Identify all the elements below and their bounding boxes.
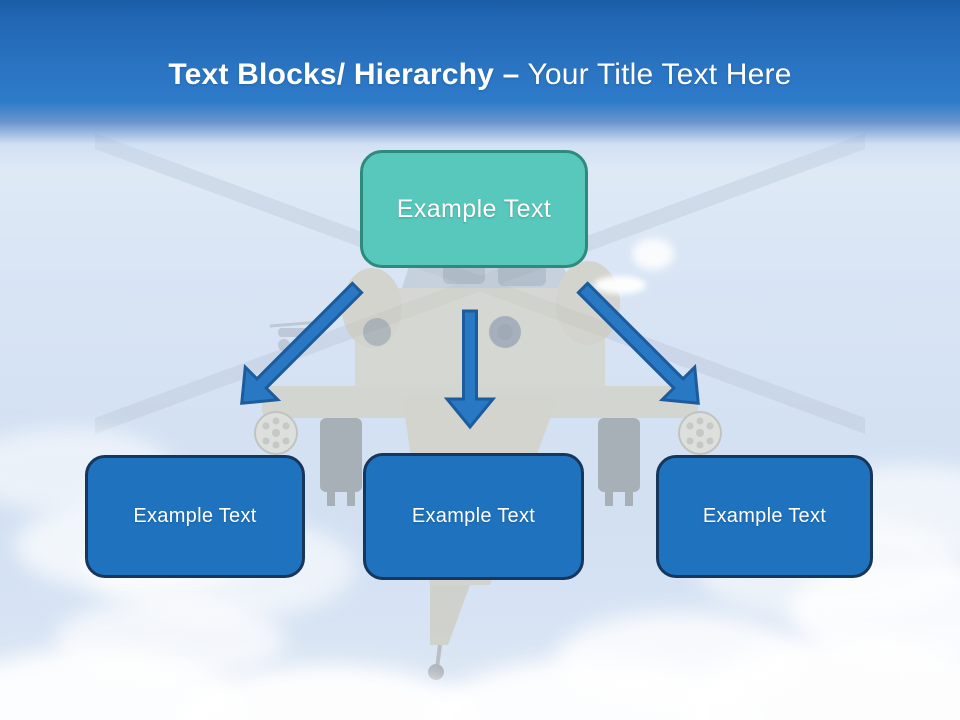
child-node-label: Example Text <box>133 505 257 527</box>
slide-title-regular: Your Title Text Here <box>527 58 792 91</box>
child-node-1: Example Text <box>85 455 305 578</box>
child-node-3: Example Text <box>656 455 873 578</box>
missile-rack-icon <box>320 418 640 506</box>
arrow-down-icon <box>443 309 497 430</box>
child-node-label: Example Text <box>702 505 827 527</box>
root-node: Example Text <box>360 150 588 268</box>
cloud <box>632 238 674 270</box>
slide-title: Text Blocks/ Hierarchy – Your Title Text… <box>0 53 960 97</box>
rocket-pod-icon <box>254 411 298 455</box>
arrow-down-right-icon <box>576 281 700 405</box>
root-node-label: Example Text <box>396 194 552 223</box>
title-bar <box>0 0 960 170</box>
child-node-label: Example Text <box>411 505 536 527</box>
rocket-pod-icon <box>678 411 722 455</box>
cloud <box>555 612 805 707</box>
arrow-down-left-icon <box>240 281 364 405</box>
slide-title-bold: Text Blocks/ Hierarchy – <box>168 58 520 91</box>
child-node-2: Example Text <box>363 453 584 580</box>
cloud <box>594 276 646 294</box>
